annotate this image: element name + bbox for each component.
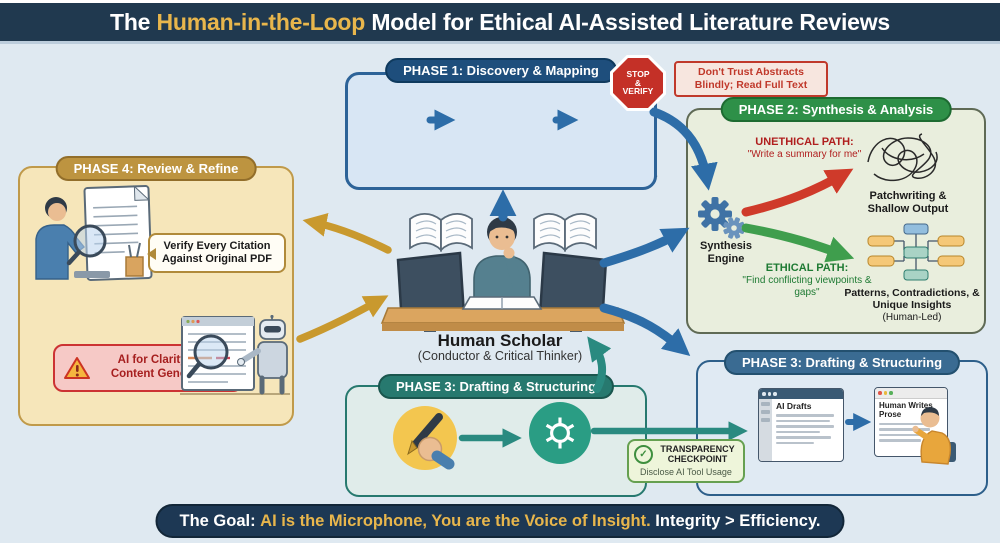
warning-triangle-icon xyxy=(64,357,90,379)
human-drafting-icon xyxy=(393,406,457,470)
ai-drafts-window-title: AI Drafts xyxy=(776,401,812,411)
window-titlebar xyxy=(759,389,843,399)
goal-highlight: AI is the Microphone, You are the Voice … xyxy=(260,511,651,530)
phase3-center-box xyxy=(345,385,647,497)
citation-review-illustration xyxy=(28,183,163,293)
check-glyph: ✓ xyxy=(639,449,648,461)
title-highlight: Human-in-the-Loop xyxy=(156,8,366,35)
stop-line2: & xyxy=(634,77,642,88)
phase3-right-title: PHASE 3: Drafting & Structuring xyxy=(723,350,961,375)
header-bar: The Human-in-the-Loop Model for Ethical … xyxy=(0,0,1000,44)
phase4-title: PHASE 4: Review & Refine xyxy=(55,156,257,181)
synthesis-gear-icon xyxy=(694,190,748,247)
patchwriting-scribble-icon xyxy=(862,130,946,193)
stop-line3: VERIFY xyxy=(622,86,654,97)
verify-citation-text: Verify Every Citation Against Original P… xyxy=(161,240,272,266)
human-scholar-illustration xyxy=(358,196,648,351)
phase3-center-title: PHASE 3: Drafting & Structuring xyxy=(377,374,615,399)
phase1-title: PHASE 1: Discovery & Mapping xyxy=(385,58,617,83)
unethical-path-label: UNETHICAL PATH: xyxy=(755,136,854,148)
patchwriting-label: Patchwriting & Shallow Output xyxy=(867,190,949,215)
checkpoint-sub: Disclose AI Tool Usage xyxy=(640,466,732,477)
transparency-checkpoint-badge: ✓ TRANSPARENCY CHECKPOINT Disclose AI To… xyxy=(627,439,745,483)
goal-bar: The Goal: AI is the Microphone, You are … xyxy=(155,504,845,538)
prose-window-titlebar xyxy=(875,388,947,399)
insights-flowchart-icon xyxy=(866,222,966,289)
ethical-path-label: ETHICAL PATH: xyxy=(765,262,849,274)
prose-window-title: Human Writes Prose xyxy=(879,401,933,419)
abstract-warning-text: Don't Trust Abstracts Blindly; Read Full… xyxy=(694,66,808,91)
window-sidebar xyxy=(759,399,772,461)
robot-editing-illustration xyxy=(178,314,293,404)
abstract-warning-badge: Don't Trust Abstracts Blindly; Read Full… xyxy=(674,61,828,97)
unethical-quote: "Write a summary for me" xyxy=(747,149,862,160)
phase2-title: PHASE 2: Synthesis & Analysis xyxy=(720,97,952,122)
title-suffix: Model for Ethical AI-Assisted Literature… xyxy=(365,8,891,35)
synthesis-engine-label: Synthesis Engine xyxy=(700,240,752,265)
human-scholar-label: Human Scholar xyxy=(437,331,563,350)
goal-prefix: The Goal: xyxy=(179,511,261,530)
stop-line1: STOP xyxy=(626,68,650,79)
ai-drafts-window: AI Drafts xyxy=(758,388,844,462)
chatgpt-icon xyxy=(529,402,591,464)
check-circle-icon: ✓ xyxy=(634,445,653,465)
checkpoint-title: TRANSPARENCY CHECKPOINT xyxy=(660,444,735,464)
stop-verify-sign: STOP & VERIFY xyxy=(610,55,666,111)
title-prefix: The xyxy=(109,8,157,35)
patterns-insights-label: Patterns, Contradictions, & Unique Insig… xyxy=(844,287,980,312)
human-led-label: (Human-Led) xyxy=(882,312,942,323)
goal-suffix: Integrity > Efficiency. xyxy=(650,511,821,530)
openai-knot-glyph xyxy=(545,417,575,449)
verify-citation-bubble: Verify Every Citation Against Original P… xyxy=(147,233,286,274)
scholar-role-label: (Conductor & Critical Thinker) xyxy=(417,349,583,363)
ethical-quote: "Find conflicting viewpoints & gaps" xyxy=(742,275,872,298)
writer-illustration xyxy=(912,396,958,473)
